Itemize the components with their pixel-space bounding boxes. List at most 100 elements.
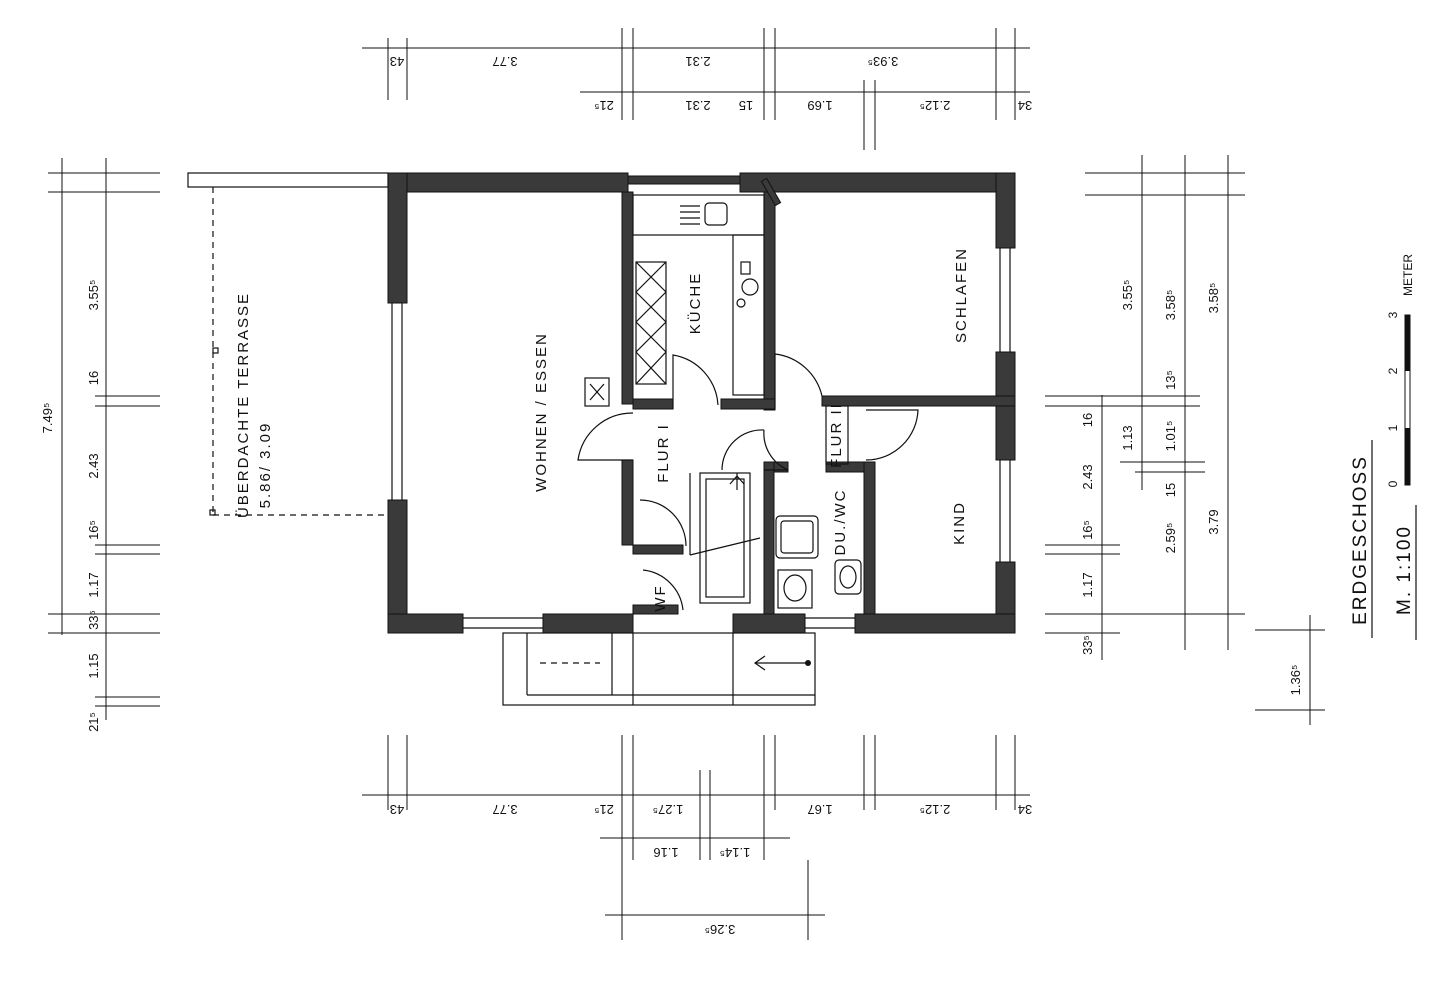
wall-left-window (391, 302, 403, 501)
kitchen-counter-right (732, 234, 765, 396)
dim-left-215: 21⁵ (86, 712, 101, 732)
dim-left-243: 2.43 (86, 453, 101, 478)
scale-tick-0: 0 (1386, 480, 1400, 487)
wall-left-upper (387, 172, 408, 304)
wall-bottom-2 (542, 613, 634, 634)
terrace-label: ÜBERDACHTE TERRASSE (234, 292, 252, 518)
wall-kitchen-bottom-2 (720, 398, 776, 410)
dim-top-43: 43 (390, 54, 404, 69)
walls (387, 172, 1016, 634)
terrace-roof-beam (187, 172, 389, 188)
terrace-size: 5.86/ 3.09 (257, 422, 274, 509)
wall-bath-left (763, 461, 775, 615)
dim-top-377: 3.77 (492, 54, 517, 69)
dim-bottom-43: 43 (390, 802, 404, 817)
scale-tick-3: 3 (1386, 311, 1400, 318)
flur2-label-box (825, 405, 849, 465)
wall-bottom-3 (732, 613, 806, 634)
wall-bath-kind (863, 461, 876, 615)
windows (391, 248, 1011, 629)
wall-kitchen-bottom-1 (632, 398, 674, 410)
scale-title: M. 1:100 (1394, 525, 1415, 615)
dim-right1-16: 16 (1080, 413, 1095, 427)
room-labels: WOHNEN / ESSEN KÜCHE FLUR I FLUR II DU./… (234, 247, 970, 612)
dim-bottom-377: 3.77 (492, 802, 517, 817)
dim-bottom-167: 1.67 (807, 802, 832, 817)
dim-right1-165: 16⁵ (1080, 520, 1095, 540)
door-living (577, 412, 634, 461)
dim-left-117: 1.17 (86, 572, 101, 597)
dim-right2-15: 15 (1163, 483, 1178, 497)
wall-top-left (387, 172, 629, 193)
wall-living-kitchen (621, 191, 634, 405)
wall-wf-bottom (632, 604, 679, 615)
dim-left-335: 33⁵ (86, 610, 101, 630)
dim-right1-335: 33⁵ (1080, 635, 1095, 655)
stairs (689, 472, 761, 604)
room-label-kueche: KÜCHE (686, 272, 704, 335)
scale-bar: 0 1 2 3 METER (1386, 254, 1415, 488)
kitchen-cabinet (635, 261, 667, 385)
bottom-dimensions: 43 3.77 21⁵ 1.27⁵ 1.67 2.12⁵ 34 1.16 1.1… (362, 735, 1032, 940)
dim-top-15: 15 (739, 98, 753, 113)
scale-tick-1: 1 (1386, 424, 1400, 431)
sink-icon (704, 202, 728, 226)
doors (577, 353, 919, 611)
dim-right1-243: 2.43 (1080, 464, 1095, 489)
dim-right2-1015: 1.01⁵ (1163, 421, 1178, 452)
dim-left-7495: 7.49⁵ (40, 403, 55, 434)
room-label-duwc: DU./WC (832, 489, 849, 556)
dim-right2-113: 1.13 (1120, 425, 1135, 450)
heater-icon (584, 377, 610, 407)
door-wf (642, 569, 684, 611)
room-label-flur1: FLUR I (655, 423, 672, 483)
wall-right-upper (995, 172, 1016, 249)
dim-right2-3585: 3.58⁵ (1163, 290, 1178, 321)
kitchen-counter (632, 194, 765, 236)
room-label-schlafen: SCHLAFEN (953, 247, 970, 343)
dim-top-169: 1.69 (807, 98, 832, 113)
left-dimensions: 7.49⁵ 3.55⁵ 16 2.43 16⁵ 1.17 33⁵ 1.15 21… (40, 158, 160, 732)
wall-bed-kind (821, 395, 1016, 407)
door-flur (721, 429, 765, 471)
dim-bottom-116: 1.16 (653, 845, 678, 860)
title-block: ERDGESCHOSS M. 1:100 (1350, 440, 1417, 640)
shower-tray-icon (775, 515, 819, 559)
wall-bottom-1 (387, 613, 464, 634)
wall-left-lower (387, 499, 408, 634)
wall-wf-top (632, 544, 684, 555)
fixtures (584, 194, 862, 609)
dim-top-231: 2.31 (685, 54, 710, 69)
dim-bottom-3265: 3.26⁵ (705, 922, 736, 937)
door-kitchen (672, 354, 719, 409)
wall-kitchen-bedroom (763, 191, 776, 411)
dim-top-2125: 2.12⁵ (920, 98, 951, 113)
dim-top-231b: 2.31 (685, 98, 710, 113)
scale-tick-2: 2 (1386, 367, 1400, 374)
right-dimensions: 3.55⁵ 16 2.43 16⁵ 1.17 33⁵ 3.58⁵ 13⁵ 1.1… (1045, 155, 1325, 725)
dim-left-16: 16 (86, 371, 101, 385)
room-label-wf: WF (652, 584, 669, 611)
dim-left-115: 1.15 (86, 653, 101, 678)
wall-bottom-4 (854, 613, 1016, 634)
room-label-kind: KIND (951, 501, 968, 545)
dim-top-3935: 3.93⁵ (868, 54, 899, 69)
door-bath (763, 429, 789, 471)
top-dimensions: 43 3.77 2.31 3.93⁵ 21⁵ 2.31 15 1.69 2.12… (362, 28, 1032, 150)
dim-top-215: 21⁵ (594, 98, 614, 113)
dim-right2-135: 13⁵ (1163, 370, 1178, 390)
wall-living-flur (621, 459, 634, 546)
dim-bottom-2125: 2.12⁵ (920, 802, 951, 817)
dim-right1-3555: 3.55⁵ (1120, 280, 1135, 311)
floor-title: ERDGESCHOSS (1350, 455, 1371, 625)
dim-right3-379: 3.79 (1206, 509, 1221, 534)
dim-right3-3585: 3.58⁵ (1206, 283, 1221, 314)
dim-bottom-1275: 1.27⁵ (653, 802, 684, 817)
stove-icon (741, 278, 759, 296)
dim-top-34: 34 (1018, 98, 1032, 113)
dim-right1-117: 1.17 (1080, 572, 1095, 597)
dim-right2-2595: 2.59⁵ (1163, 523, 1178, 554)
dim-bottom-1145: 1.14⁵ (720, 845, 751, 860)
door-bedroom (774, 353, 823, 409)
